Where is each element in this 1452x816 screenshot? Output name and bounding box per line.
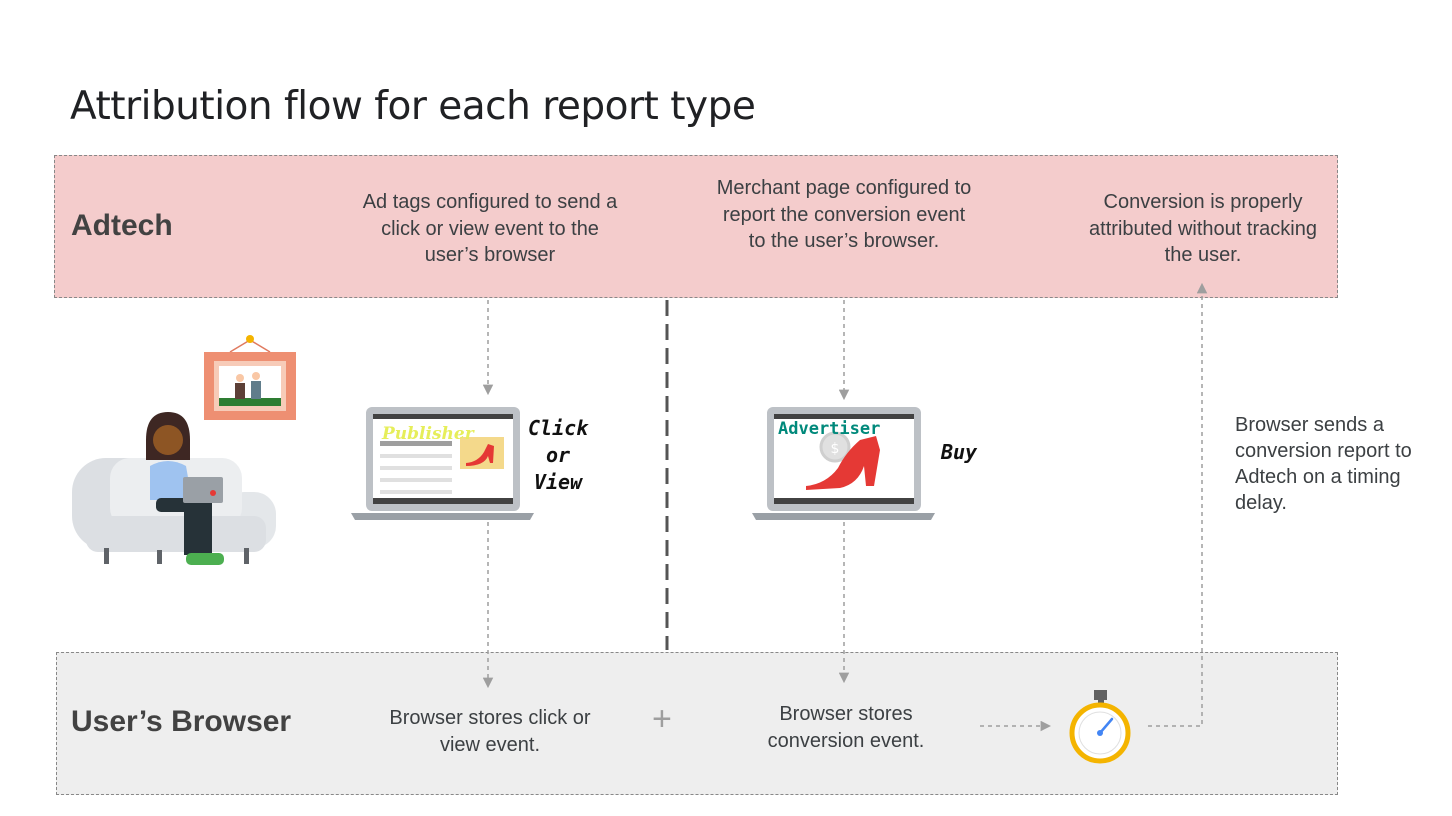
framed-picture-icon: [204, 335, 296, 420]
arrow-report-to-adtech: [1148, 282, 1208, 727]
coin-symbol: $: [831, 441, 840, 457]
conversion-report-note: Browser sends a conversion report to Adt…: [1235, 414, 1412, 514]
person-on-sofa-icon: [72, 412, 276, 565]
plus-sign: +: [652, 700, 672, 738]
click-or-view-label: Click or View: [528, 416, 589, 494]
buy-label: Buy: [940, 440, 978, 464]
adtech-step-conversion-attributed: Conversion is properly attributed withou…: [1089, 191, 1317, 266]
adtech-band: [54, 155, 1338, 298]
browser-stores-conversion-text: Browser stores conversion event.: [767, 703, 925, 752]
browser-stores-click-text: Browser stores click or view event.: [389, 707, 591, 756]
users-browser-label: User’s Browser: [71, 705, 292, 738]
page-title: Attribution flow for each report type: [70, 84, 756, 129]
adtech-step-ad-tags: Ad tags configured to send a click or vi…: [362, 191, 618, 266]
stopwatch-icon: [1069, 690, 1131, 764]
advertiser-laptop-icon: [752, 407, 935, 520]
publisher-screen-label: Publisher: [381, 424, 475, 444]
publisher-laptop-icon: [351, 407, 534, 520]
adtech-label: Adtech: [71, 209, 173, 242]
advertiser-screen-label: Advertiser: [778, 419, 880, 439]
adtech-step-merchant-page: Merchant page configured to report the c…: [716, 177, 972, 252]
